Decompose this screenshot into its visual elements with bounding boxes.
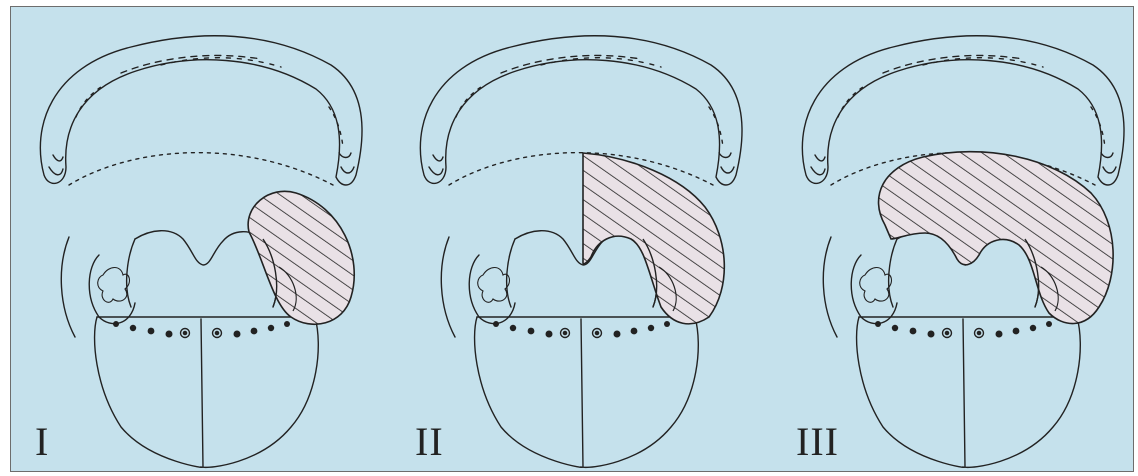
figure-frame: I II III (10, 6, 1134, 472)
panel-3-drawing (802, 36, 1124, 468)
panel-1-lesion (248, 191, 354, 324)
diagram-canvas (11, 7, 1134, 472)
panel-1-drawing (40, 36, 362, 468)
panel-label-3: III (796, 422, 839, 462)
panel-2-lesion (583, 153, 724, 324)
panel-2-drawing (420, 36, 742, 468)
panel-label-1: I (35, 422, 49, 462)
panel-label-2: II (415, 422, 444, 462)
